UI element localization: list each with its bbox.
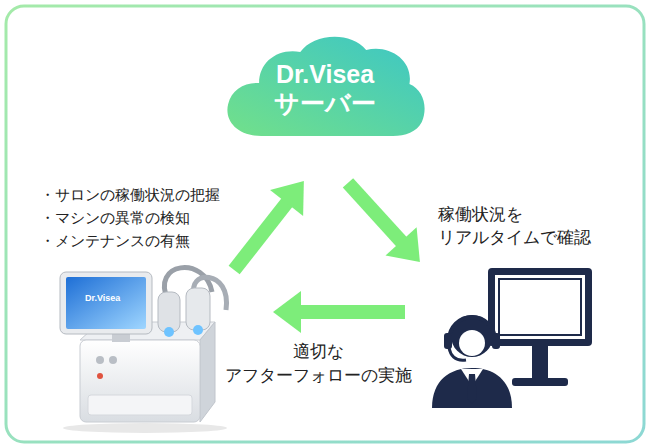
machine-knob [109,356,117,364]
monitor-stand [532,346,548,380]
operator-station: 稼働状況を リアルタイムで確認 [430,200,600,410]
node-text: Dr.Visea [85,294,240,304]
headset-ear [492,333,500,349]
flow-arrow [234,181,304,270]
machine-panel [88,395,192,415]
machine-side [200,322,215,422]
monitor-base [512,378,568,386]
arrow-shaft [234,202,287,270]
arrow-head [386,227,420,262]
machine-shadow [63,423,227,433]
person-tie [467,374,477,404]
machine-illustration [60,268,227,433]
headset [449,317,495,340]
headset-ear [444,333,452,349]
person-face [459,330,485,356]
person-body [432,368,512,408]
bullet-note: ・サロンの稼働状況の把握 [40,186,220,205]
handpiece-tip [193,325,203,335]
handpiece-tip [164,327,174,337]
monitor [488,268,592,346]
cloud-outline [227,37,424,136]
bullet-note: ・メンテナンスの有無 [40,232,190,251]
arrow-shaft [348,183,402,242]
handpiece [186,288,210,330]
edge-label: 適切な アフターフォローの実施 [218,340,418,388]
arrow-head [270,181,304,216]
arrow-head [273,291,301,333]
machine-knob [96,356,104,364]
outer-frame [6,6,644,442]
node-text: 稼働状況を リアルタイムで確認 [438,204,600,250]
node-text: Dr.Visea サーバー [250,60,400,118]
arrow-shaft [300,305,405,319]
server-cloud: Dr.Visea サーバー [222,30,428,140]
operator-illustration [432,268,592,408]
monitor-inner [499,279,581,335]
machine-body [80,340,200,422]
flow-arrow [273,291,405,333]
monitor-screen [495,275,585,339]
bullet-note: ・マシンの異常の検知 [40,209,190,228]
headset-mic [449,348,466,360]
beauty-machine: Dr.Visea [45,270,240,430]
flow-arrow [348,183,420,262]
machine-lamp [97,373,103,379]
handpiece [158,292,180,332]
